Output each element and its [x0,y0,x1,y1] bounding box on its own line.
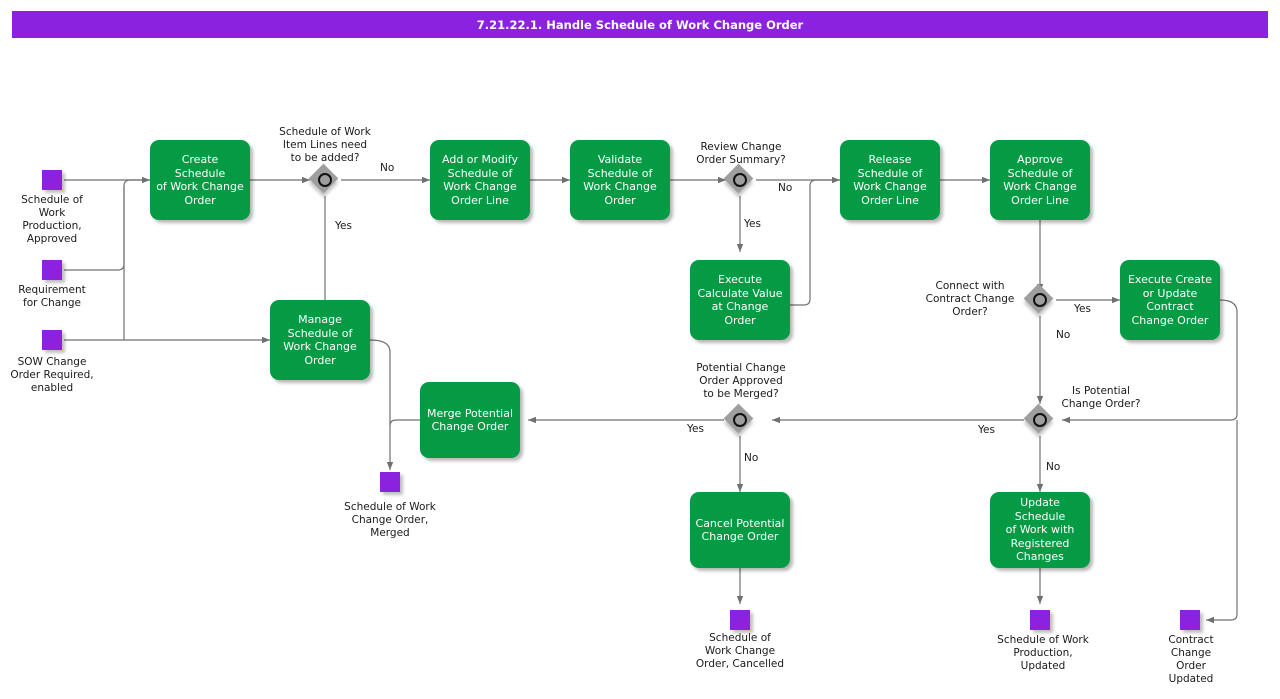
flow-label-review-summary-no: No [778,182,793,194]
flow-label-connect-contract-yes: Yes [1074,303,1091,315]
gateway-event-ring-icon [318,173,332,187]
gateway-label: Potential Change Order Approved to be Me… [696,362,786,400]
flow-label-potential-approved-no: No [744,452,759,464]
task-execute-calculate-value[interactable]: Execute Calculate Value at Change Order [690,260,790,340]
task-update-sow-with-registered-changes[interactable]: Update Schedule of Work with Registered … [990,492,1090,568]
end-event-label: Schedule of Work Change Order, Cancelled [695,632,785,670]
flow-label-connect-contract-no: No [1056,329,1071,341]
end-event-sow-production-updated[interactable] [1030,610,1050,630]
flow-label-item-lines-no: No [380,162,395,174]
start-event-requirement-for-change[interactable] [42,260,62,280]
start-event-label: SOW Change Order Required, enabled [10,356,94,394]
gateway-label: Review Change Order Summary? [696,141,786,166]
start-event-label: Schedule of Work Production, Approved [21,194,83,245]
gateway-label: Connect with Contract Change Order? [925,280,1015,318]
start-event-label: Requirement for Change [18,284,86,309]
task-cancel-potential-change-order[interactable]: Cancel Potential Change Order [690,492,790,568]
end-event-contract-change-order-updated[interactable] [1180,610,1200,630]
end-event-sow-change-order-merged[interactable] [380,472,400,492]
gateway-event-ring-icon [733,173,747,187]
flow-label-is-potential-no: No [1046,461,1061,473]
task-approve-sow-change-order-line[interactable]: Approve Schedule of Work Change Order Li… [990,140,1090,220]
gateway-event-ring-icon [1033,413,1047,427]
gateway-label: Is Potential Change Order? [1061,385,1141,410]
end-event-label: Schedule of Work Production, Updated [997,634,1089,672]
gateway-label: Schedule of Work Item Lines need to be a… [279,126,371,164]
end-event-sow-change-order-cancelled[interactable] [730,610,750,630]
gateway-potential-change-order-approved[interactable] [723,403,755,435]
task-merge-potential-change-order[interactable]: Merge Potential Change Order [420,382,520,458]
task-add-or-modify-sow-change-order-line[interactable]: Add or Modify Schedule of Work Change Or… [430,140,530,220]
task-validate-sow-change-order[interactable]: Validate Schedule of Work Change Order [570,140,670,220]
gateway-review-change-order-summary[interactable] [723,163,755,195]
end-event-label: Contract Change Order Updated [1168,634,1214,685]
task-create-sow-change-order[interactable]: Create Schedule of Work Change Order [150,140,250,220]
task-execute-create-or-update-contract-change-order[interactable]: Execute Create or Update Contract Change… [1120,260,1220,340]
task-manage-sow-change-order[interactable]: Manage Schedule of Work Change Order [270,300,370,380]
gateway-connect-with-contract-change-order[interactable] [1023,283,1055,315]
gateway-is-potential-change-order[interactable] [1023,403,1055,435]
flow-label-potential-approved-yes: Yes [687,423,704,435]
flow-label-item-lines-yes: Yes [335,220,352,232]
start-event-sow-change-order-required[interactable] [42,330,62,350]
page-title: 7.21.22.1. Handle Schedule of Work Chang… [12,11,1268,38]
flow-label-is-potential-yes: Yes [978,424,995,436]
end-event-label: Schedule of Work Change Order, Merged [344,501,436,539]
flow-label-review-summary-yes: Yes [744,218,761,230]
gateway-event-ring-icon [733,413,747,427]
gateway-event-ring-icon [1033,293,1047,307]
gateway-item-lines-needed[interactable] [308,163,340,195]
task-release-sow-change-order-line[interactable]: Release Schedule of Work Change Order Li… [840,140,940,220]
start-event-sow-production-approved[interactable] [42,170,62,190]
